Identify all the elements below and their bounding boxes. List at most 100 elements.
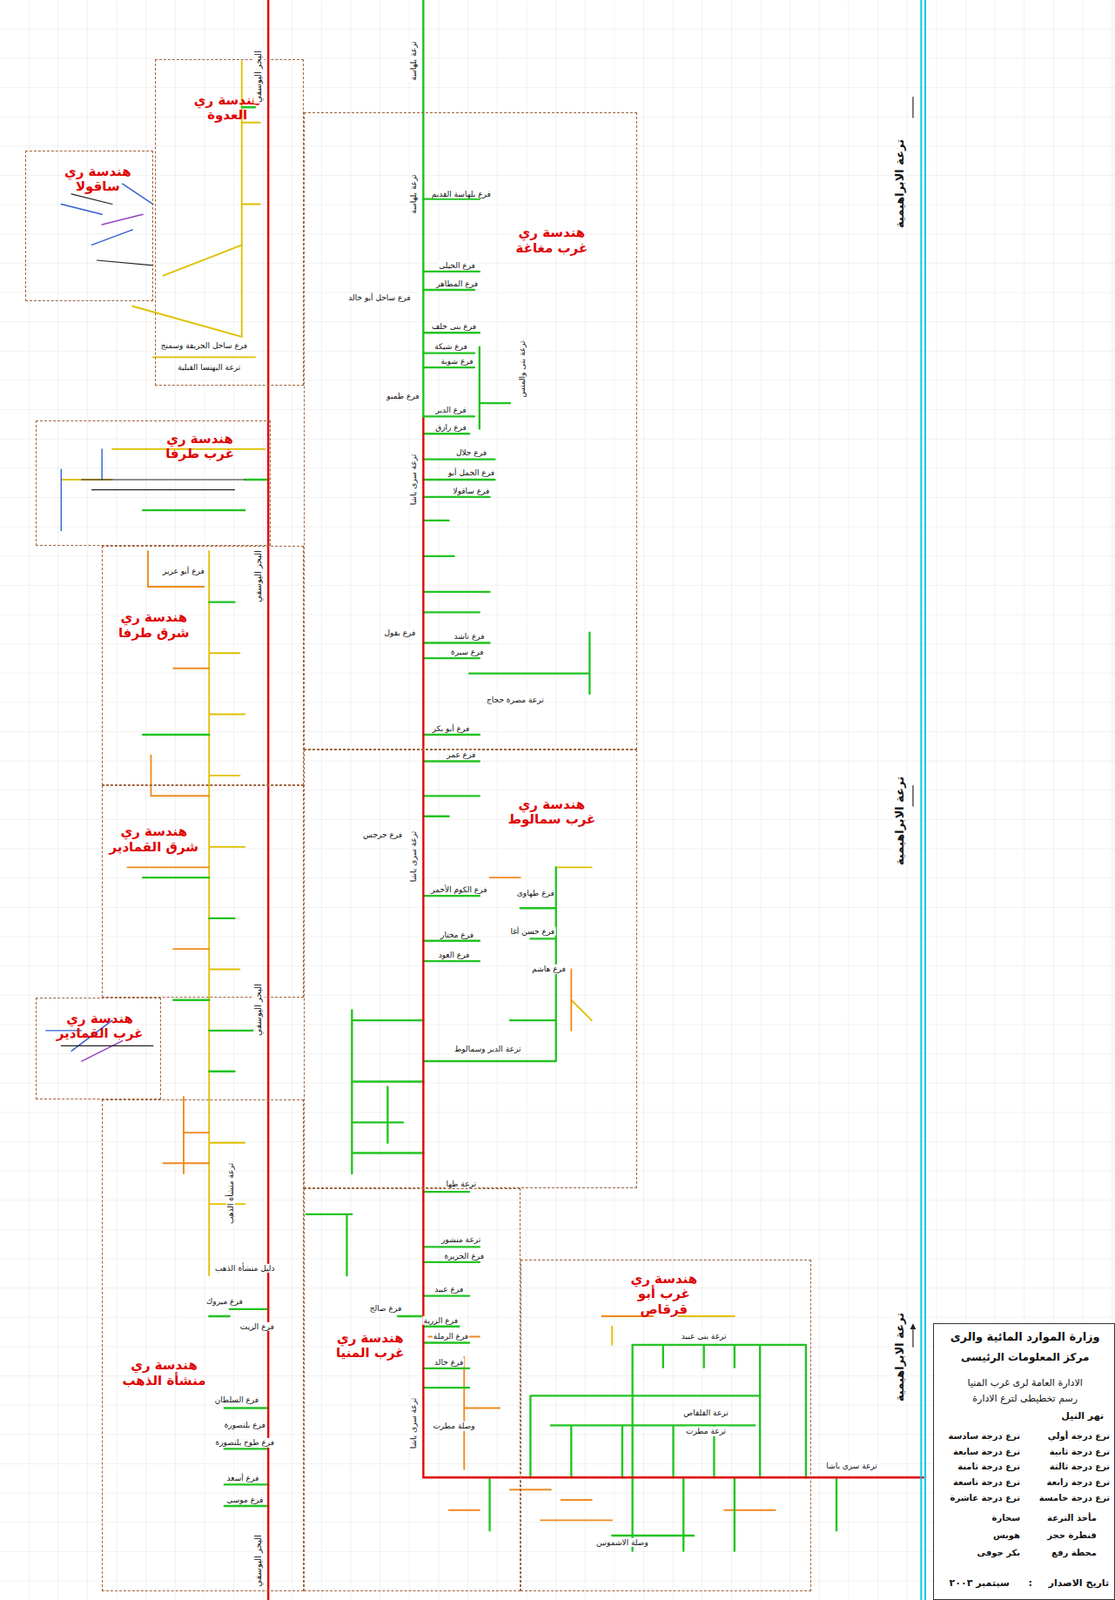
legend-entry: ترع درجة ثالثة (1049, 1462, 1110, 1473)
canal-name: ترعة سري باشا (825, 1461, 878, 1471)
balahsa-canal (422, 0, 424, 419)
canal-name: فرع عمر (445, 750, 477, 760)
canal-name: فرع ميروك (205, 1296, 244, 1306)
canal-name: فرع العود (437, 950, 471, 960)
legend-entry: مأخذ الترعة (1047, 1512, 1097, 1524)
canal-name: ترعة الدير وسمالوط (453, 1044, 522, 1054)
ibrahimiya-canal (920, 0, 922, 1600)
canal-name-vertical: ترعة سرى باشا (408, 1397, 417, 1450)
district-region: هندسة ري غرب طرفا (35, 420, 271, 546)
canal-name: فرع طمبو (385, 391, 420, 401)
legend-box: وزارة الموارد المائية والرى مركز المعلوما… (933, 1323, 1115, 1600)
canal-name-vertical: ترعة سرى باشا (408, 830, 417, 883)
canal-name-vertical: ترعة الابراهيمية (893, 1311, 907, 1403)
district-region: هندسة ري العدوة (154, 59, 304, 386)
ibrahimiya-canal (924, 0, 927, 1600)
canal-name: فرع أبو عزيز (161, 566, 206, 576)
legend-entry: بكر جوفى (977, 1547, 1021, 1559)
canal-name: ترعة البهنسا القبلية (176, 362, 242, 372)
canal-name: فرع ساحل الجريفة وسمنج (160, 341, 249, 350)
district-name: هندسة ري شرق القمادير (108, 824, 200, 855)
sery-pasha-canal (423, 418, 923, 1478)
canal-name: فرع أسعد (226, 1473, 261, 1483)
canal-name: فرع طوخ بلنصورة (214, 1437, 276, 1447)
legend-entry: ترع درجة رابعة (1047, 1477, 1111, 1488)
canal-name-vertical: ترعة الابراهيمية (893, 775, 907, 867)
canal-name: ترعة القلقاص (682, 1408, 729, 1418)
green-canals (142, 107, 837, 1551)
issue-date: سبتمبر ٢٠٠٣ (948, 1578, 1011, 1590)
issue-date: تاريخ الاصدار (1047, 1578, 1111, 1590)
canal-name: ترعة منشور (440, 1235, 482, 1244)
canal-name: فرع الكوم الأحمر (429, 885, 488, 894)
canal-name-vertical: ترعة بلهاسة (408, 40, 417, 82)
canal-name-vertical: البحر اليوسفي (253, 982, 264, 1037)
legend-entry: ترع درجة عاشرة (950, 1492, 1021, 1504)
canal-name: فرع جرجس (362, 830, 404, 840)
canal-name: فرع ساقولا (452, 486, 491, 496)
district-region: هندسة ري منشأة الذهب (101, 1099, 304, 1592)
small-canals (60, 194, 245, 1047)
canal-name-vertical: البحر اليوسفي (253, 1533, 264, 1588)
canal-name: فرع جلال (455, 448, 488, 457)
canal-name: فرع بلنصورة (223, 1420, 267, 1430)
canal-name-vertical: ترعة منشأة الذهب (226, 1162, 236, 1225)
canal-name: فرع الحيلى (437, 261, 477, 270)
canal-name: فرع بلهاسة القديم (430, 189, 492, 199)
legend-entry: ترع درجة خامسة (1039, 1492, 1110, 1504)
canal-name: ترعة بنى عبيد (680, 1331, 728, 1341)
canal-name: فرع حسن أغا (509, 926, 556, 936)
legend-entry: نهر النيل (1061, 1410, 1104, 1422)
legend-title: وزارة الموارد المائية والرى (950, 1330, 1101, 1344)
canal-name: فرع عبيد (433, 1284, 464, 1294)
canal-name: فرع رازق (434, 423, 468, 432)
canal-name: فرع الدير (435, 405, 468, 415)
legend-entry: محطة رفع (1051, 1547, 1097, 1559)
district-region: هندسة ري شرق طرفا (101, 545, 304, 786)
canal-name: فرع سيرة (450, 647, 484, 657)
canal-name: فرع أبو بكر (431, 724, 471, 733)
district-region: هندسة ري غرب القمادير (35, 997, 162, 1100)
district-name: هندسة ري غرب المنيا (324, 1329, 416, 1361)
canal-name: ترعة مصرة حجاج (485, 695, 545, 705)
canal-name-vertical: ترعة الابراهيمية (893, 138, 907, 229)
district-name: هندسة ري شرق طرفا (108, 610, 200, 641)
district-name: هندسة ري غرب القمادير (54, 1011, 146, 1042)
canal-name: فرع طهاوى (516, 887, 556, 897)
legend-title: الادارة العامة لرى غرب المنيا (967, 1377, 1083, 1390)
bahr-yusuf (267, 0, 269, 1600)
canal-name: فرع صالح (369, 1303, 403, 1312)
legend-title: رسم تخطيطى لترع الادارة (972, 1392, 1078, 1404)
canal-name: دليل منشأة الذهب (214, 1263, 276, 1273)
canal-name: ترعة مطرت (685, 1426, 727, 1436)
canal-name-vertical: ترعة سرى باشا (408, 453, 417, 506)
issue-date: : (1027, 1578, 1034, 1590)
canal-name: فرع شوبة (440, 356, 475, 366)
canal-name: فرع هاشم (530, 964, 567, 974)
canal-name: فرع شيكة (433, 342, 469, 351)
district-name: هندسة ري ساقولا (52, 164, 143, 195)
legend-entry: قنطرة حجز (1047, 1530, 1097, 1541)
canal-name: فرع مختار (439, 929, 475, 939)
canal-name: فرع المطاهر (435, 279, 479, 289)
canal-name: فرع الجزيرة (443, 1251, 485, 1261)
legend-title: مركز المعلومات الرئيسى (960, 1351, 1089, 1364)
legend-entry: ترع درجة أولي (1047, 1430, 1110, 1442)
legend-entry: ترع درجة ثانية (1049, 1446, 1110, 1458)
district-region: هندسة ري شرق القمادير (101, 785, 304, 998)
canal-name: فرع بنى خلف (430, 322, 477, 331)
legend-entry: ترع درجة ثامنة (957, 1462, 1021, 1473)
orange-canals (127, 550, 776, 1520)
legend-entry: ترع درجة تاسعة (953, 1477, 1021, 1488)
canal-name: فرع الزيت (239, 1321, 276, 1330)
canal-name: فرع ساحل أبو خالد (347, 293, 411, 303)
district-region: هندسة ري غرب سمالوط (303, 749, 638, 1189)
district-name: هندسة ري منشأة الذهب (119, 1357, 210, 1389)
canal-name: وصلة الاشمونين (595, 1538, 650, 1547)
district-region: هندسة ري ساقولا (25, 150, 154, 301)
district-name: هندسة ري غرب مغاغة (506, 225, 598, 256)
canal-name-vertical: البحر اليوسفي (253, 49, 264, 104)
district-name: هندسة ري غرب سمالوط (506, 796, 598, 827)
